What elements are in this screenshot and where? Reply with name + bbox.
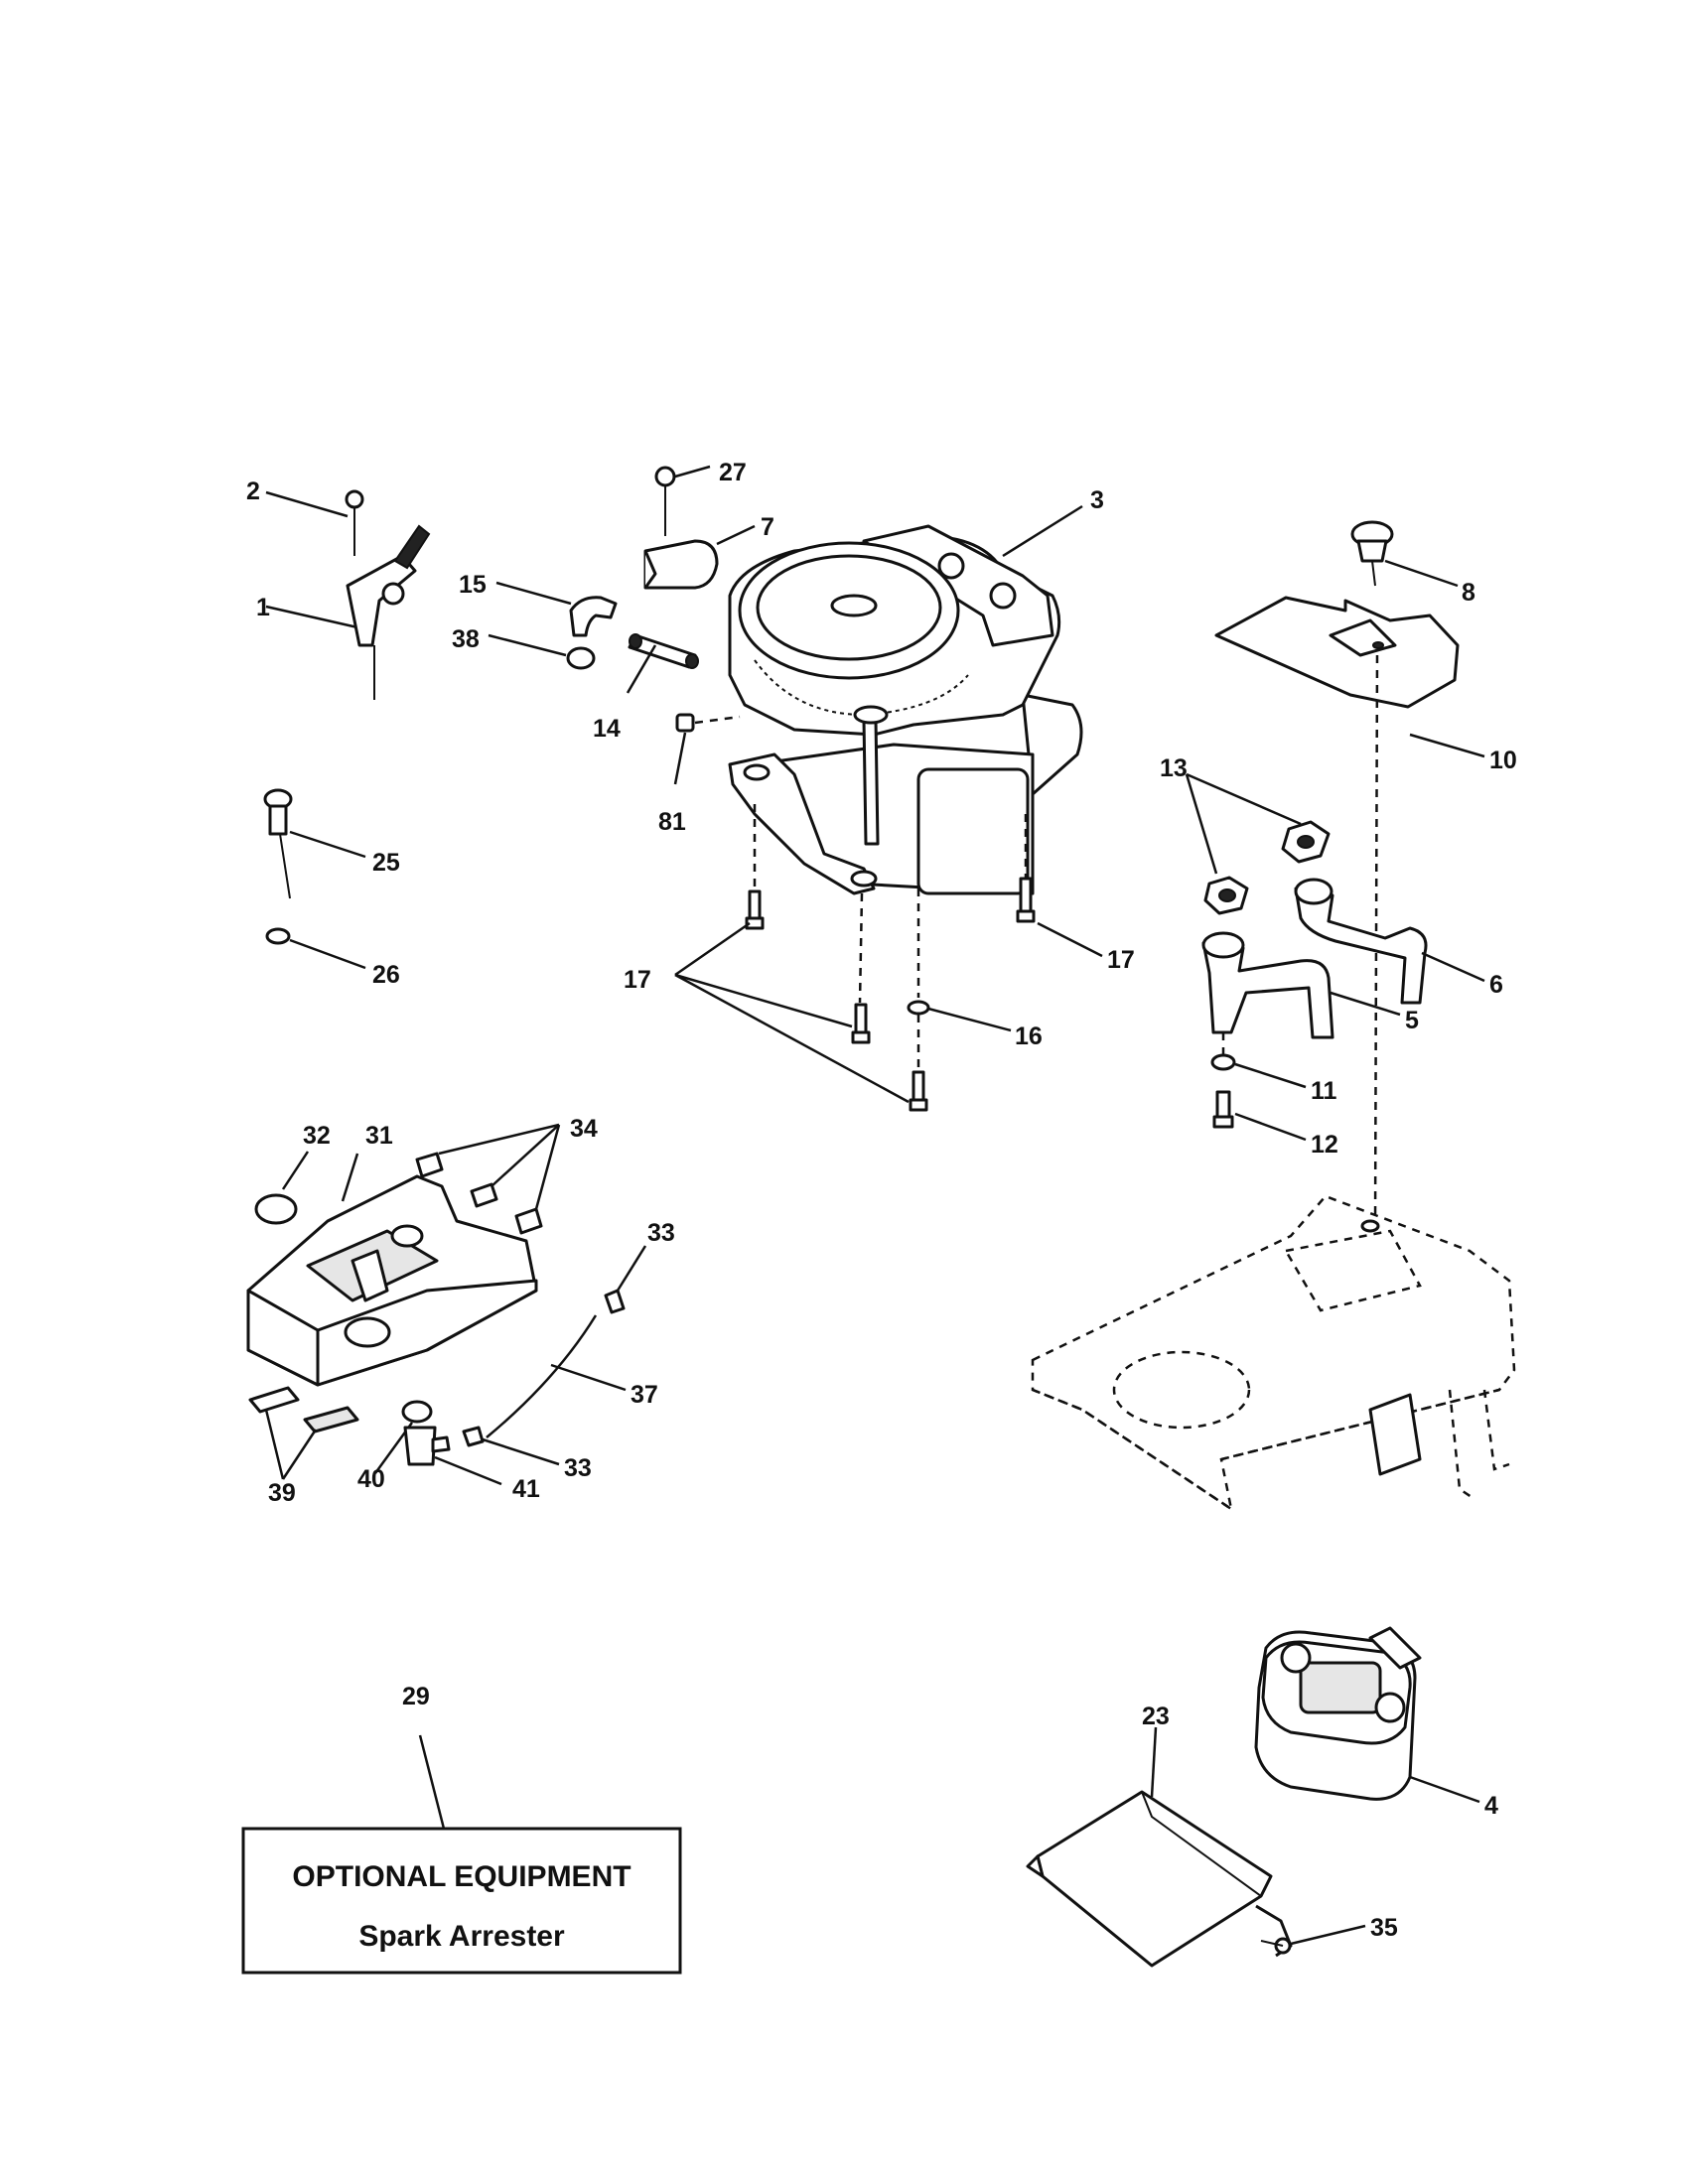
cable-clamp xyxy=(643,465,756,590)
callout-10: 10 xyxy=(1489,747,1517,774)
callout-16: 16 xyxy=(1015,1023,1043,1050)
callout-38: 38 xyxy=(452,625,480,653)
callout-35: 35 xyxy=(1370,1914,1398,1942)
callout-33-bottom: 33 xyxy=(564,1454,592,1482)
chassis-plate xyxy=(1031,1194,1516,1512)
callout-5: 5 xyxy=(1405,1007,1419,1034)
callout-81: 81 xyxy=(658,808,686,836)
callout-33-top: 33 xyxy=(647,1219,675,1247)
callout-6: 6 xyxy=(1489,971,1503,999)
fuel-tank xyxy=(246,1123,647,1486)
callout-27: 27 xyxy=(719,459,747,486)
callout-34: 34 xyxy=(570,1115,598,1143)
callout-17-left: 17 xyxy=(624,966,651,994)
callout-labels: 2 1 25 26 15 38 14 81 27 7 3 8 10 13 6 5… xyxy=(246,459,1517,1942)
callout-14: 14 xyxy=(593,715,621,743)
optional-equipment-subtitle: Spark Arrester xyxy=(358,1920,565,1953)
engine xyxy=(728,504,1083,895)
callout-12: 12 xyxy=(1311,1131,1338,1159)
callout-37: 37 xyxy=(631,1381,658,1409)
heat-shield xyxy=(1214,520,1485,1227)
callout-8: 8 xyxy=(1462,579,1475,607)
callout-11: 11 xyxy=(1311,1077,1337,1105)
callout-13: 13 xyxy=(1160,754,1188,782)
callout-25: 25 xyxy=(372,849,400,877)
callout-40: 40 xyxy=(357,1465,385,1493)
callout-39: 39 xyxy=(268,1479,296,1507)
choke-knob xyxy=(263,788,366,970)
callout-1: 1 xyxy=(256,594,270,621)
optional-equipment-box: OPTIONAL EQUIPMENT Spark Arrester xyxy=(241,1734,682,1975)
callout-15: 15 xyxy=(459,571,487,599)
engine-bolts xyxy=(674,804,1103,1112)
callout-26: 26 xyxy=(372,961,400,989)
muffler xyxy=(1254,1626,1480,1804)
callout-2: 2 xyxy=(246,478,260,505)
optional-equipment-title: OPTIONAL EQUIPMENT xyxy=(292,1860,631,1893)
fuel-fittings xyxy=(488,581,741,785)
callout-32: 32 xyxy=(303,1122,331,1150)
callout-23: 23 xyxy=(1142,1703,1170,1730)
exhaust-pipes xyxy=(1185,772,1485,1142)
callout-29: 29 xyxy=(402,1683,430,1710)
callout-7: 7 xyxy=(761,513,774,541)
throttle-control xyxy=(265,489,431,700)
callout-41: 41 xyxy=(512,1475,540,1503)
callout-31: 31 xyxy=(365,1122,393,1150)
callout-17-right: 17 xyxy=(1107,946,1135,974)
callout-3: 3 xyxy=(1090,486,1104,514)
muffler-shield xyxy=(1026,1726,1366,1968)
callout-4: 4 xyxy=(1484,1792,1498,1820)
